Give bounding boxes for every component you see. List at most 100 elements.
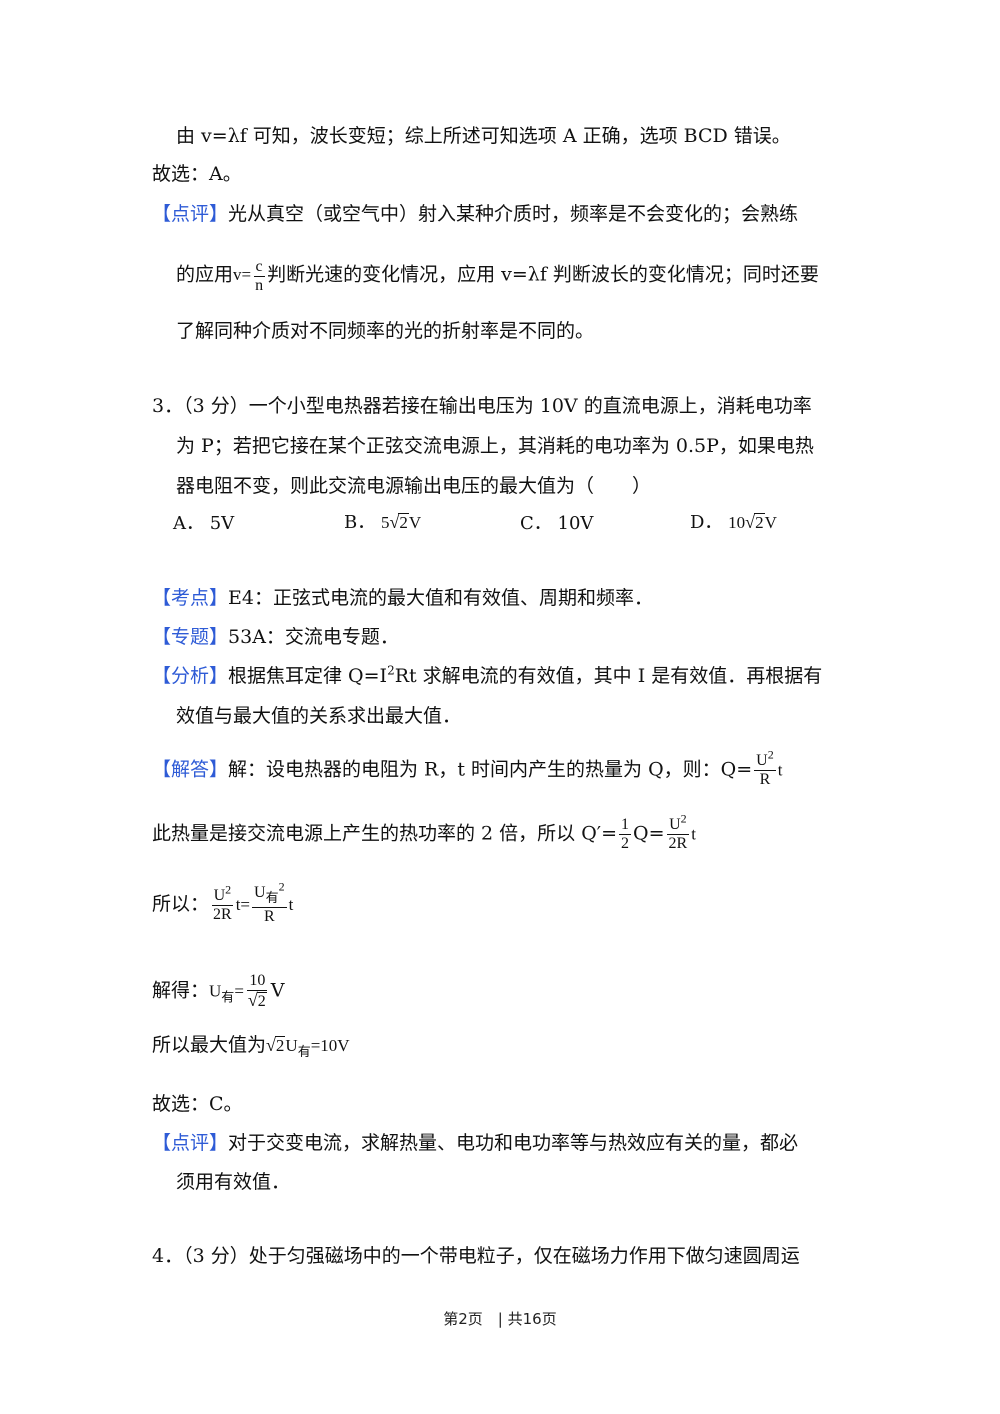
comment-tag: 【点评】 [152, 1132, 229, 1154]
q3-option-d: D． 10√2V [690, 509, 777, 536]
exponent: 2 [767, 747, 774, 762]
effective-subscript: 有 [265, 890, 279, 905]
q3-fenxi-line-2: 效值与最大值的关系求出最大值． [176, 705, 462, 727]
fraction-denominator: 2 [621, 835, 630, 852]
q3-stem-line-3: 器电阻不变，则此交流电源输出电压的最大值为（ ） [176, 475, 652, 497]
kaodian-text: E4：正弦式电流的最大值和有效值、周期和频率． [228, 587, 653, 609]
time-symbol: t [777, 760, 783, 780]
time-symbol: t [691, 824, 696, 844]
fraction-numerator: U2 [667, 813, 689, 835]
radicand: 2 [274, 1036, 286, 1055]
q3-stem-line-2: 为 P；若把它接在某个正弦交流电源上，其消耗的电功率为 0.5P，如果电热 [176, 435, 814, 457]
max-value: =10V [310, 1036, 350, 1055]
fraction-denominator: n [255, 277, 264, 294]
u-symbol: U [285, 1036, 298, 1055]
q3-answer: 故选：C。 [152, 1093, 243, 1115]
option-d-unit: V [764, 513, 777, 532]
option-b-coef: 5 [380, 513, 390, 532]
option-d-coef: 10 [728, 513, 746, 532]
q2-answer: 故选：A。 [152, 163, 242, 185]
zhuanti-text: 53A：交流电专题． [228, 626, 399, 648]
sqrt-icon: √ [266, 1035, 276, 1055]
option-b-unit: V [408, 513, 422, 532]
q4-stem-line-1: 4．（3 分）处于匀强磁场中的一个带电粒子，仅在磁场力作用下做匀速圆周运 [152, 1245, 800, 1267]
q2-comment-text-1: 光从真空（或空气中）射入某种介质时，频率是不会变化的；会熟练 [228, 203, 799, 225]
q2-explanation-line: 由 v=λf 可知，波长变短；综上所述可知选项 A 正确，选项 BCD 错误。 [176, 125, 791, 147]
fenxi-text-1b: Rt 求解电流的有效值，其中 I 是有效值．再根据有 [394, 665, 823, 687]
q3-comment-line-2: 须用有效值． [176, 1171, 291, 1193]
q3-option-c: C． 10V [520, 513, 594, 534]
q-equals: Q= [633, 822, 665, 845]
q3-zhuanti: 【专题】53A：交流电专题． [152, 624, 399, 650]
fraction-denominator: √2 [246, 991, 269, 1011]
jieda-text-5: 所以最大值为 [152, 1034, 267, 1056]
u-symbol: U [254, 884, 266, 901]
effective-subscript: 有 [221, 990, 235, 1006]
q3-option-a: A． 5V [173, 513, 235, 534]
q2-comment-line-1: 【点评】光从真空（或空气中）射入某种介质时，频率是不会变化的；会熟练 [152, 201, 798, 227]
q2-comment-text-2b: 判断光速的变化情况，应用 v=λf 判断波长的变化情况；同时还要 [267, 263, 819, 286]
fraction-10-sqrt2: 10√2 [246, 972, 269, 1011]
fraction-denominator: R [263, 908, 275, 925]
fraction-denominator: R [759, 771, 771, 788]
equals-sign: = [240, 895, 251, 914]
equals-sign: = [234, 981, 244, 1001]
q3-stem-line-1: 3．（3 分）一个小型电热器若接在输出电压为 10V 的直流电源上，消耗电功率 [152, 395, 812, 417]
q3-jieda-line-5: 所以最大值为√2U有=10V [152, 1032, 350, 1065]
exponent: 2 [680, 811, 687, 826]
jieda-text-4: 解得： [152, 979, 210, 1002]
fraction-numerator: 10 [247, 972, 268, 991]
sqrt-icon: √ [745, 512, 756, 532]
fenxi-tag: 【分析】 [152, 665, 229, 687]
fraction-numerator: 1 [619, 816, 632, 835]
q3-comment-line-1: 【点评】对于交变电流，求解热量、电功和电功率等与热效应有关的量，都必 [152, 1130, 798, 1156]
q3-kaodian: 【考点】E4：正弦式电流的最大值和有效值、周期和频率． [152, 585, 653, 611]
u-symbol: U [209, 981, 222, 1001]
q3-option-b: B． 5√2V [344, 509, 421, 536]
exponent: 2 [225, 882, 232, 897]
formula-max-value: √2U有=10V [266, 1035, 350, 1059]
fenxi-text-1a: 根据焦耳定律 Q=I [228, 665, 388, 687]
formula-v-label: v= [233, 265, 252, 285]
fraction-denominator: 2R [668, 835, 688, 852]
jieda-tag: 【解答】 [152, 758, 229, 781]
kaodian-tag: 【考点】 [152, 587, 229, 609]
jieda-text-2: 此热量是接交流电源上产生的热功率的 2 倍，所以 Q′= [152, 822, 618, 845]
option-d-label: D． [690, 512, 723, 533]
q2-comment-tag: 【点评】 [152, 203, 229, 225]
u-symbol: U [213, 886, 226, 904]
jieda-text-3: 所以： [152, 893, 210, 915]
fraction-numerator: U有2 [252, 881, 287, 908]
exponent: 2 [278, 879, 285, 894]
time-symbol: t [235, 895, 241, 914]
q3-fenxi-line-1: 【分析】根据焦耳定律 Q=I2Rt 求解电流的有效值，其中 I 是有效值．再根据… [152, 663, 822, 689]
fraction-numerator: U2 [211, 883, 234, 906]
page-footer: 第2页 | 共16页 [443, 1310, 557, 1328]
comment-text-1: 对于交变电流，求解热量、电功和电功率等与热效应有关的量，都必 [228, 1132, 799, 1154]
option-d-value: 10√2V [728, 512, 777, 532]
option-d-radicand: 2 [754, 513, 765, 532]
option-b-label: B． [344, 512, 376, 533]
sqrt-icon: √ [389, 512, 400, 532]
u-symbol: U [669, 816, 681, 833]
u-symbol: U [756, 752, 768, 769]
unit-volt: V [270, 979, 285, 1002]
fenxi-superscript: 2 [387, 663, 395, 678]
option-b-radicand: 2 [398, 513, 409, 532]
fraction-numerator: c [253, 258, 265, 277]
radicand: 2 [256, 992, 267, 1010]
zhuanti-tag: 【专题】 [152, 626, 229, 648]
effective-subscript: 有 [297, 1044, 311, 1059]
